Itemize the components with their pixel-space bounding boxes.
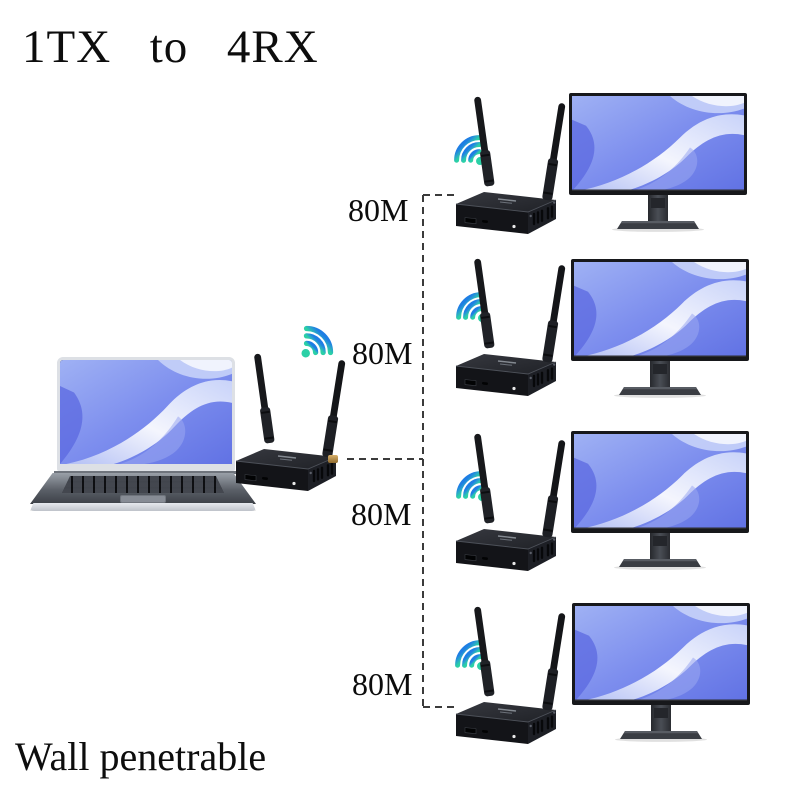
monitor-display-4 — [571, 602, 751, 742]
laptop-hinge — [54, 471, 238, 474]
page-title: 1TX to 4RX — [22, 21, 319, 73]
laptop-trackpad — [120, 495, 166, 503]
receiver-box-4 — [450, 598, 566, 748]
distance-label-1: 80M — [348, 192, 409, 228]
laptop-keyboard — [62, 476, 224, 493]
receiver-box-2 — [450, 250, 566, 400]
monitor-display-3 — [570, 430, 750, 570]
footer-caption: Wall penetrable — [15, 734, 267, 779]
transmitter-box — [230, 345, 346, 495]
laptop-source — [30, 355, 256, 511]
distance-label-2: 80M — [352, 335, 413, 371]
monitor-display-2 — [570, 258, 750, 398]
sma-antenna-connector — [328, 455, 338, 463]
receiver-box-1 — [450, 88, 566, 238]
receiver-box-3 — [450, 425, 566, 575]
distance-label-4: 80M — [352, 666, 413, 702]
laptop-base — [30, 503, 256, 511]
distance-label-3: 80M — [351, 496, 412, 532]
monitor-display-1 — [568, 92, 748, 232]
laptop-screen — [57, 357, 235, 471]
